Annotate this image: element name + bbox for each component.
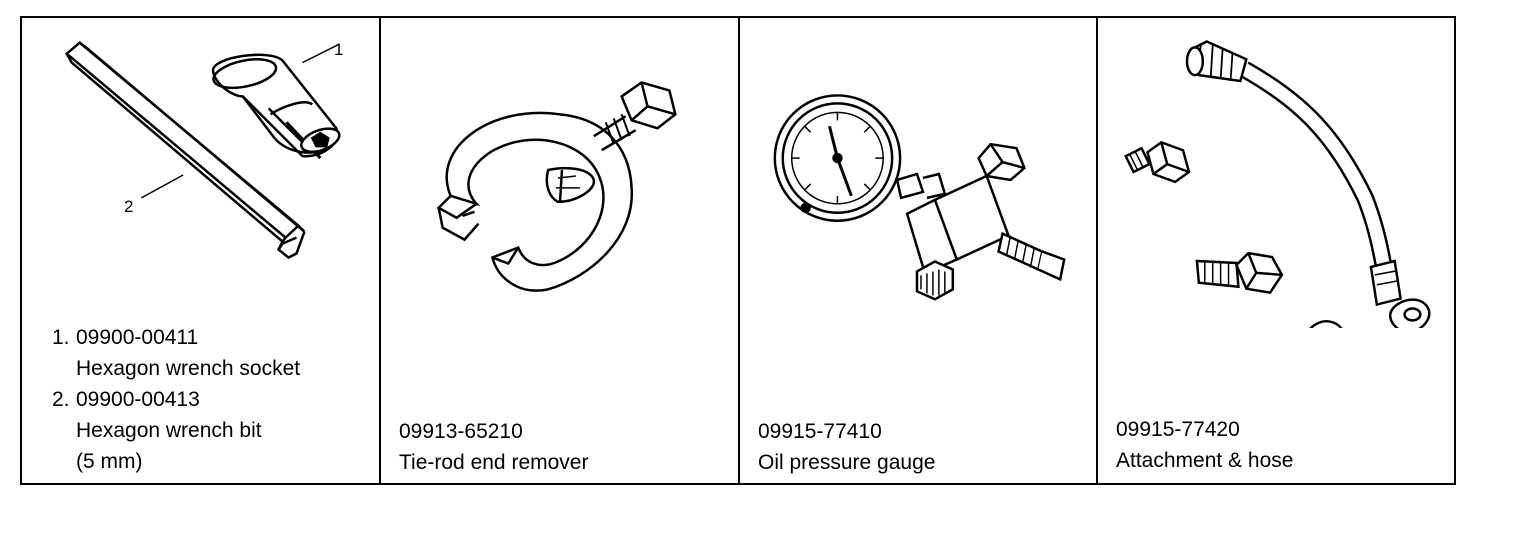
callout-2: 2 (124, 197, 134, 216)
tool-name: Hexagon wrench bit (76, 419, 262, 442)
tool-name: Oil pressure gauge (758, 451, 936, 474)
part-number: 09900-00413 (76, 388, 200, 411)
part-number: 09915-77410 (758, 420, 882, 443)
hexagon-wrench-icon: 1 2 (22, 18, 379, 328)
tool-cell-hexagon-wrench: 1 2 1. 09900-00411 Hexagon wrench socket … (22, 18, 381, 483)
tool-cell-oil-pressure-gauge: 09915-77410 Oil pressure gauge (740, 18, 1098, 483)
tool-label: 09915-77410 Oil pressure gauge (758, 416, 935, 478)
item-number: 1. (52, 326, 70, 349)
special-tools-table: 1 2 1. 09900-00411 Hexagon wrench socket … (20, 16, 1456, 485)
tool-name: Tie-rod end remover (399, 451, 589, 474)
tool-list: 1. 09900-00411 Hexagon wrench socket 2. 09… (52, 322, 300, 477)
tie-rod-end-remover-icon (381, 18, 738, 328)
tool-label: 09915-77420 Attachment & hose (1116, 414, 1293, 476)
oil-pressure-gauge-icon (740, 18, 1096, 328)
item-number: 2. (52, 388, 70, 411)
part-number: 09900-00411 (76, 326, 199, 349)
tool-size-note: (5 mm) (76, 450, 143, 473)
tool-cell-tie-rod-end-remover: 09913-65210 Tie-rod end remover (381, 18, 740, 483)
tool-name: Hexagon wrench socket (76, 357, 301, 380)
tool-cell-attachment-hose: 09915-77420 Attachment & hose (1098, 18, 1454, 483)
tool-name: Attachment & hose (1116, 449, 1294, 472)
part-number: 09913-65210 (399, 420, 523, 443)
callout-1: 1 (334, 40, 344, 59)
tool-item-1: 1. 09900-00411 (52, 322, 300, 353)
part-number: 09915-77420 (1116, 418, 1240, 441)
tool-label: 09913-65210 Tie-rod end remover (399, 416, 588, 478)
attachment-hose-icon (1098, 18, 1454, 328)
tool-item-2: 2. 09900-00413 (52, 384, 300, 415)
